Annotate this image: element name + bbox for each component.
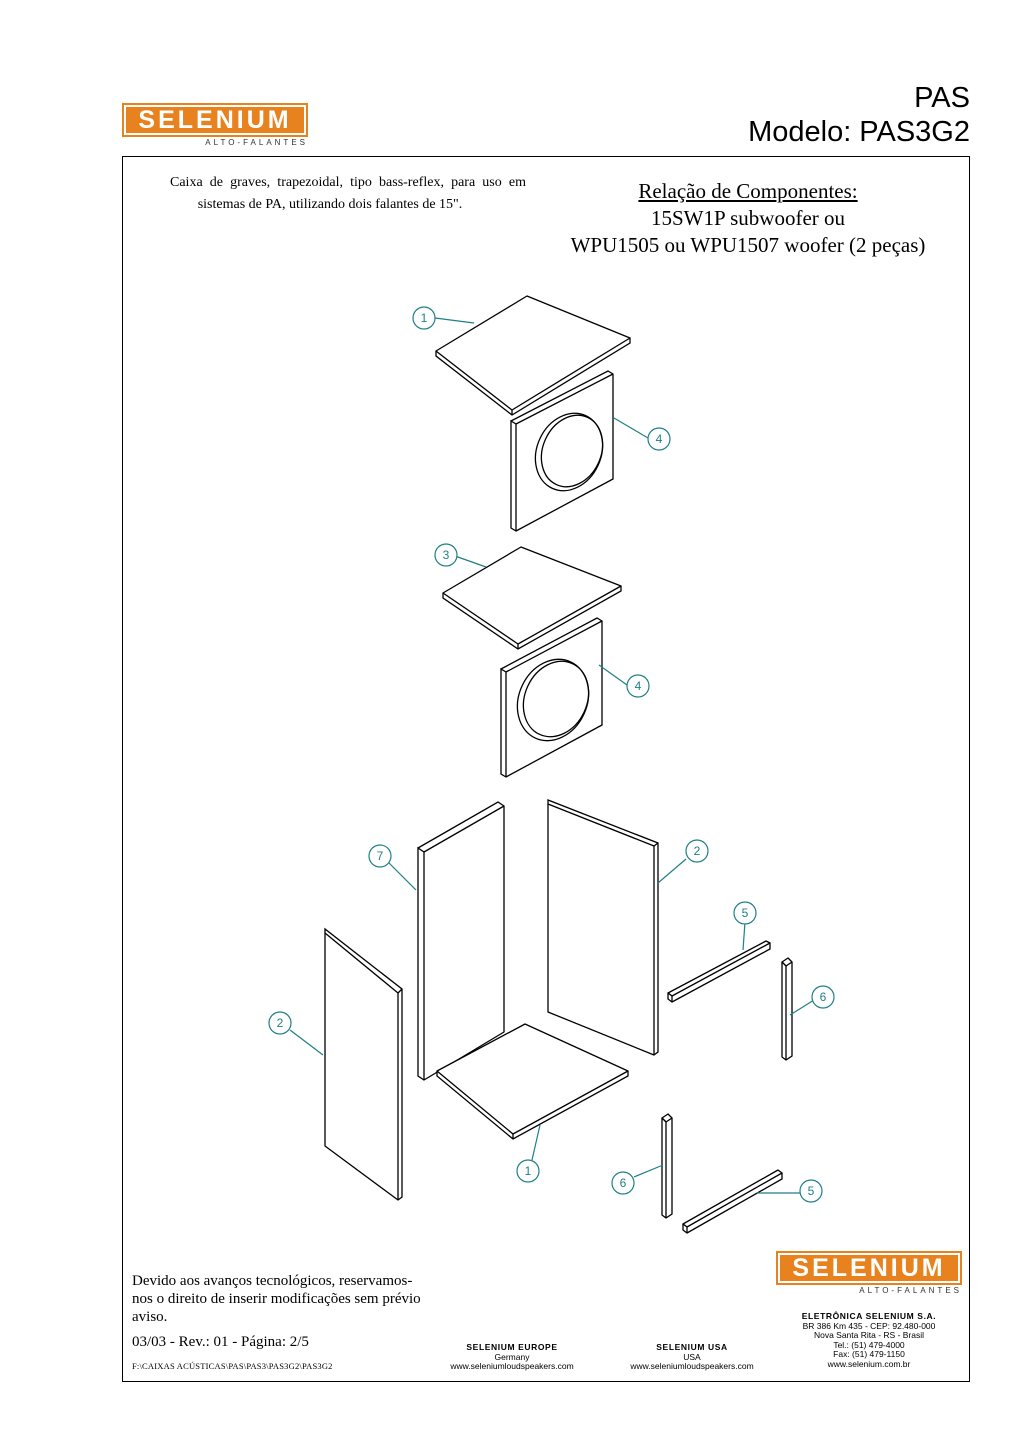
panel-back <box>417 801 505 1081</box>
product-description: Caixa de graves, trapezoidal, tipo bass-… <box>134 172 526 216</box>
baffle-upper <box>510 370 614 532</box>
file-path: F:\CAIXAS ACÚSTICAS\PAS\PAS3\PAS3G2\PAS3… <box>132 1361 333 1371</box>
callout-2-left: 2 <box>268 1011 292 1035</box>
office-europe-site: www.seleniumloudspeakers.com <box>450 1361 574 1371</box>
office-usa: SELENIUM USA USA www.seleniumloudspeaker… <box>612 1342 772 1372</box>
panel-shelf <box>442 546 622 650</box>
callout-2-right: 2 <box>685 839 709 863</box>
baffle-lower <box>500 617 603 778</box>
svg-text:4: 4 <box>656 432 663 446</box>
footer-brand-logo-tagline: ALTO-FALANTES <box>859 1286 962 1295</box>
panel-side-right <box>547 799 659 1056</box>
change-notice: Devido aos avanços tecnológicos, reserva… <box>132 1273 421 1325</box>
drawing-frame <box>122 156 970 1382</box>
callout-4-upper: 4 <box>647 427 671 451</box>
component-list: Relação de Componentes: 15SW1P subwoofer… <box>540 178 956 259</box>
product-description-text: Caixa de graves, trapezoidal, tipo bass-… <box>170 175 526 212</box>
post-upper <box>781 957 793 1061</box>
brand-logo-tagline: ALTO-FALANTES <box>205 138 308 147</box>
brand-logo-name: SELENIUM <box>122 103 308 137</box>
footer-brand-logo: SELENIUM ALTO-FALANTES <box>776 1251 962 1295</box>
office-brazil-name: ELETRÔNICA SELENIUM S.A. <box>801 1311 937 1321</box>
component-list-heading: Relação de Componentes: <box>638 179 858 203</box>
svg-text:3: 3 <box>443 548 450 562</box>
brace-upper <box>667 940 771 1003</box>
svg-text:1: 1 <box>421 311 428 325</box>
office-europe-country: Germany <box>494 1351 530 1362</box>
svg-text:1: 1 <box>525 1164 532 1178</box>
callout-4-lower: 4 <box>626 674 650 698</box>
callout-3: 3 <box>434 543 458 567</box>
office-europe-name: SELENIUM EUROPE <box>466 1342 558 1352</box>
office-usa-site: www.seleniumloudspeakers.com <box>630 1361 754 1371</box>
svg-text:2: 2 <box>694 844 701 858</box>
panel-side-left <box>324 927 403 1201</box>
office-brazil-address2: Nova Santa Rita - RS - Brasil <box>813 1330 925 1340</box>
office-europe: SELENIUM EUROPE Germany www.seleniumloud… <box>432 1342 592 1372</box>
model-title: Modelo: PAS3G2 <box>748 116 970 148</box>
callout-7: 7 <box>368 844 392 868</box>
panel-top <box>435 295 631 416</box>
callout-6-upper: 6 <box>811 985 835 1009</box>
office-usa-name: SELENIUM USA <box>656 1342 728 1352</box>
svg-text:4: 4 <box>635 679 642 693</box>
office-brazil-tel: Tel.: (51) 479-4000 <box>833 1339 905 1350</box>
brace-lower <box>682 1169 783 1234</box>
callout-1-bottom: 1 <box>516 1159 540 1183</box>
revision-info: 03/03 - Rev.: 01 - Página: 2/5 <box>132 1334 309 1350</box>
svg-text:5: 5 <box>742 906 749 920</box>
brand-logo: SELENIUM ALTO-FALANTES <box>122 103 308 147</box>
office-brazil-site: www.selenium.com.br <box>827 1358 911 1369</box>
post-lower <box>661 1113 673 1219</box>
callout-5-lower: 5 <box>799 1179 823 1203</box>
svg-text:6: 6 <box>620 1176 627 1190</box>
office-brazil-address1: BR 386 Km 435 - CEP: 92.480-000 <box>802 1320 936 1331</box>
callout-leaders <box>289 317 815 1194</box>
panel-bottom <box>436 1023 629 1140</box>
svg-text:6: 6 <box>820 990 827 1004</box>
component-list-line-2: WPU1505 ou WPU1507 woofer (2 peças) <box>570 233 926 257</box>
series-title: PAS <box>914 82 970 114</box>
component-list-line-1: 15SW1P subwoofer ou <box>650 206 846 230</box>
svg-text:2: 2 <box>277 1016 284 1030</box>
svg-text:5: 5 <box>808 1184 815 1198</box>
footer-brand-logo-name: SELENIUM <box>776 1251 962 1285</box>
office-usa-country: USA <box>683 1351 701 1362</box>
callout-6-lower: 6 <box>611 1171 635 1195</box>
callout-1-top: 1 <box>412 306 436 330</box>
svg-text:7: 7 <box>377 849 384 863</box>
office-brazil: ELETRÔNICA SELENIUM S.A. BR 386 Km 435 -… <box>776 1311 962 1369</box>
office-brazil-fax: Fax: (51) 479-1150 <box>833 1349 905 1359</box>
callout-5-upper: 5 <box>733 901 757 925</box>
